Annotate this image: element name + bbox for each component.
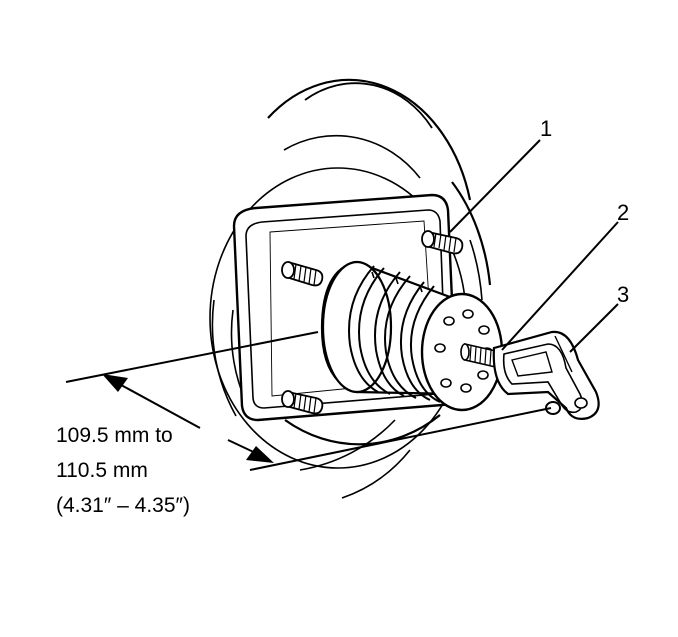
dimension-leader-upper: [111, 379, 201, 429]
dimension-text-line-3: (4.31″ – 4.35″): [56, 494, 190, 517]
callout-leaders: [449, 139, 619, 353]
dimension-text-line-1: 109.5 mm to: [56, 424, 173, 447]
callout-label-3: 3: [617, 282, 629, 307]
clevis: [492, 330, 600, 420]
mounting-stud-top-right: [421, 230, 464, 255]
leader-line-3: [569, 303, 619, 353]
dimension-arrow-upper: [102, 374, 128, 392]
leader-line-1: [449, 139, 541, 233]
background-arcs: [211, 78, 492, 499]
dimension-text-line-2: 110.5 mm: [56, 459, 148, 482]
callout-label-2: 2: [617, 200, 629, 225]
mounting-stud-bottom-left: [281, 390, 324, 415]
dimension-extension-line-top: [65, 331, 319, 383]
callout-label-1: 1: [540, 116, 552, 141]
leader-line-2: [501, 221, 619, 351]
dimension-extension-line-bottom: [249, 407, 552, 471]
mounting-stud-top-left: [281, 261, 324, 287]
cylinder-ribs: [348, 265, 441, 403]
dimension-arrow-lower: [246, 446, 274, 463]
